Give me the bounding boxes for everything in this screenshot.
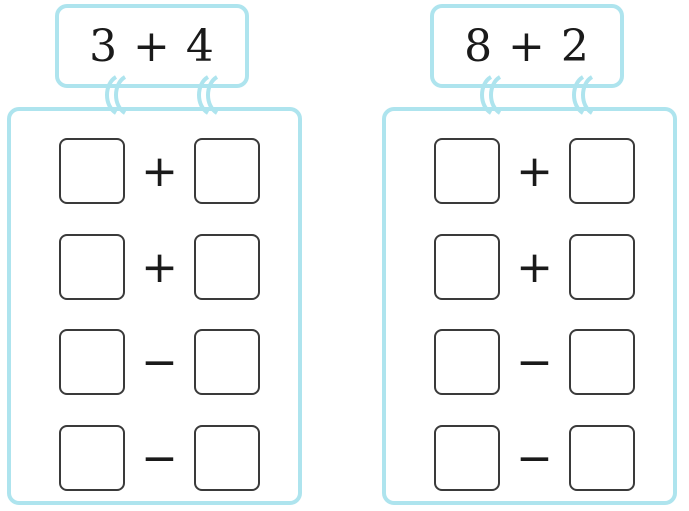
equation-row: −	[434, 425, 644, 491]
answer-box[interactable]	[194, 138, 260, 204]
binder-ring-icon	[480, 75, 502, 115]
operator-sign: −	[516, 336, 553, 388]
answer-box[interactable]	[59, 329, 125, 395]
answer-box[interactable]	[569, 425, 635, 491]
answer-box[interactable]	[434, 234, 500, 300]
answer-box[interactable]	[194, 329, 260, 395]
answer-box[interactable]	[59, 234, 125, 300]
answer-box[interactable]	[569, 329, 635, 395]
binder-ring-icon	[572, 75, 594, 115]
answer-box[interactable]	[434, 138, 500, 204]
card-right: + + − − 8 + 2	[375, 0, 677, 511]
answer-box[interactable]	[434, 425, 500, 491]
expression-text: 8 + 2	[464, 20, 590, 72]
operator-sign: +	[141, 145, 178, 197]
answer-box[interactable]	[194, 234, 260, 300]
expression-text: 3 + 4	[89, 20, 215, 72]
answer-panel: + + − −	[7, 107, 302, 505]
answer-box[interactable]	[434, 329, 500, 395]
answer-box[interactable]	[59, 425, 125, 491]
expression-card: 3 + 4	[55, 4, 249, 88]
operator-sign: +	[141, 241, 178, 293]
equation-row: −	[59, 329, 269, 395]
equation-row: +	[434, 138, 644, 204]
answer-box[interactable]	[569, 138, 635, 204]
card-left: + + − − 3 + 4	[0, 0, 302, 511]
equation-row: +	[434, 234, 644, 300]
operator-sign: −	[516, 432, 553, 484]
binder-ring-icon	[105, 75, 127, 115]
equation-row: +	[59, 234, 269, 300]
equation-row: −	[59, 425, 269, 491]
expression-card: 8 + 2	[430, 4, 624, 88]
equation-row: +	[59, 138, 269, 204]
equation-row: −	[434, 329, 644, 395]
binder-ring-icon	[197, 75, 219, 115]
answer-panel: + + − −	[382, 107, 677, 505]
answer-box[interactable]	[194, 425, 260, 491]
operator-sign: +	[516, 145, 553, 197]
operator-sign: −	[141, 432, 178, 484]
answer-box[interactable]	[59, 138, 125, 204]
answer-box[interactable]	[569, 234, 635, 300]
operator-sign: −	[141, 336, 178, 388]
operator-sign: +	[516, 241, 553, 293]
